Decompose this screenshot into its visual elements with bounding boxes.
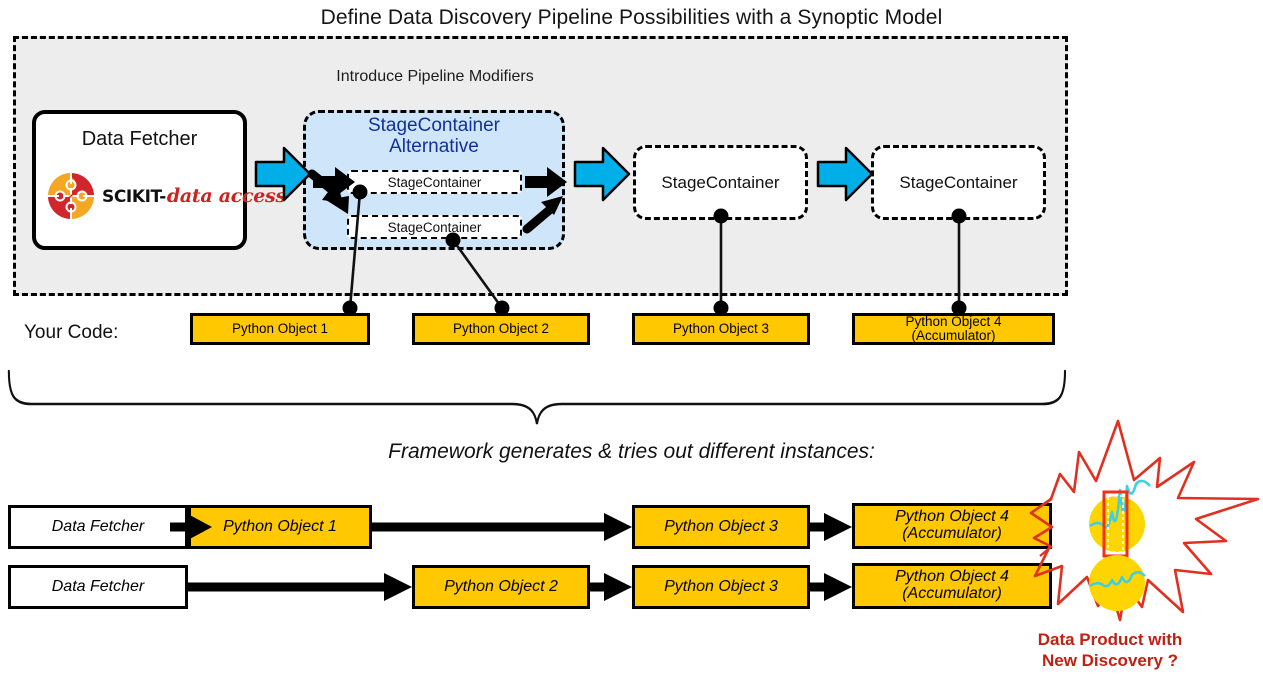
pyobj-2-line1: Python Object 2 <box>452 320 550 336</box>
data-fetcher-title: Data Fetcher <box>81 128 198 150</box>
introduce-pipeline-modifiers-label: Introduce Pipeline Modifiers <box>336 68 534 85</box>
stage-container-alternative-title: StageContainer Alternative <box>303 115 565 158</box>
data-product-1[interactable] <box>1089 479 1151 558</box>
row1-arrow-obj3-to-obj4 <box>810 513 852 541</box>
instance-row2-python-object-2[interactable]: Python Object 2 <box>412 565 590 609</box>
instance-row1-python-object-1[interactable]: Python Object 1 <box>188 505 372 549</box>
pyobj-1-line1: Python Object 1 <box>231 320 329 336</box>
instance-row2-python-object-4[interactable]: Python Object 4 (Accumulator) <box>852 563 1052 609</box>
logo-scikit-text: SCIKIT- <box>102 186 166 207</box>
python-object-2-box[interactable]: Python Object 2 <box>412 313 590 345</box>
framework-brace <box>7 369 1067 425</box>
stage-container-4[interactable]: StageContainer <box>871 145 1046 220</box>
r1-obj4-line1: Python Object 4 <box>895 508 1009 526</box>
stage-container-3[interactable]: StageContainer <box>633 145 808 220</box>
framework-generates-label: Framework generates & tries out differen… <box>388 440 875 463</box>
puzzle-circle-icon <box>48 173 94 219</box>
instance-row1-python-object-4[interactable]: Python Object 4 (Accumulator) <box>852 503 1052 549</box>
inner-stage-container-1[interactable]: StageContainer <box>347 170 522 194</box>
pyobj-4-line2: (Accumulator) <box>911 328 996 343</box>
discovery-line1: Data Product with <box>1037 630 1183 649</box>
data-product-discovery-label: Data Product with New Discovery ? <box>960 630 1260 671</box>
instance-row2-python-object-3[interactable]: Python Object 3 <box>632 565 810 609</box>
pyobj-4-line1: Python Object 4 <box>905 313 1002 329</box>
python-object-1-box[interactable]: Python Object 1 <box>190 313 370 345</box>
pyobj-3-line1: Python Object 3 <box>672 320 770 336</box>
logo-data-access-text: data access <box>166 184 286 207</box>
r2-obj4-line2: (Accumulator) <box>902 585 1002 602</box>
your-code-label: Your Code: <box>24 322 119 343</box>
instance-row1-python-object-3[interactable]: Python Object 3 <box>632 505 810 549</box>
r2-obj4-line1: Python Object 4 <box>895 568 1009 586</box>
page-title: Define Data Discovery Pipeline Possibili… <box>320 6 943 29</box>
scikit-data-access-logo: SCIKIT-data access <box>46 168 286 224</box>
row2-arrow-obj2-to-obj3 <box>590 573 632 601</box>
python-object-3-box[interactable]: Python Object 3 <box>632 313 810 345</box>
row1-arrow-obj1-to-obj3 <box>372 513 632 541</box>
logo-wordmark: SCIKIT-data access <box>102 184 286 207</box>
alt-title-line2: Alternative <box>389 136 479 158</box>
inner-stage-container-2[interactable]: StageContainer <box>347 215 522 239</box>
row2-arrow-fetcher-to-obj2 <box>188 573 412 601</box>
data-product-2[interactable] <box>1089 555 1146 611</box>
r1-obj4-line2: (Accumulator) <box>902 525 1002 542</box>
row2-arrow-obj3-to-obj4 <box>810 573 852 601</box>
discovery-line2: New Discovery ? <box>1041 650 1179 670</box>
python-object-4-box[interactable]: Python Object 4 (Accumulator) <box>852 313 1055 345</box>
instance-row1-data-fetcher[interactable]: Data Fetcher <box>8 505 188 549</box>
alt-title-line1: StageContainer <box>367 115 501 136</box>
instance-row2-data-fetcher[interactable]: Data Fetcher <box>8 565 188 609</box>
